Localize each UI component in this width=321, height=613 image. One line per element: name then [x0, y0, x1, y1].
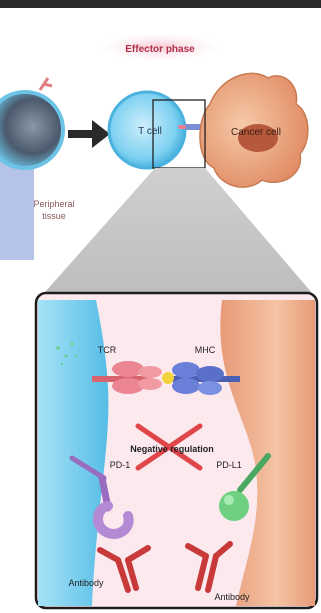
t-cell-label: T cell	[138, 126, 162, 137]
peptide-antigen	[162, 372, 174, 384]
mhc-label: MHC	[195, 345, 216, 355]
pd1-label: PD-1	[110, 460, 131, 470]
antibody-left-label: Antibody	[68, 578, 104, 588]
top-edge	[0, 0, 321, 8]
tcr-label: TCR	[98, 345, 117, 355]
tissue-label-line1: Peripheral	[33, 199, 74, 209]
magnification-funnel	[38, 168, 318, 300]
antibody-right-label: Antibody	[214, 592, 250, 602]
contact-receptor-tcr	[178, 125, 186, 129]
left-cell	[0, 92, 63, 168]
tissue-label-line2: tissue	[42, 211, 66, 221]
phase-title: Effector phase	[125, 44, 195, 55]
arrow-icon	[68, 120, 110, 148]
cancer-cell-label: Cancer cell	[231, 127, 281, 138]
pdl1-label: PD-L1	[216, 460, 242, 470]
left-cell-receptor	[40, 78, 52, 90]
negative-regulation-label: Negative regulation	[130, 444, 214, 454]
